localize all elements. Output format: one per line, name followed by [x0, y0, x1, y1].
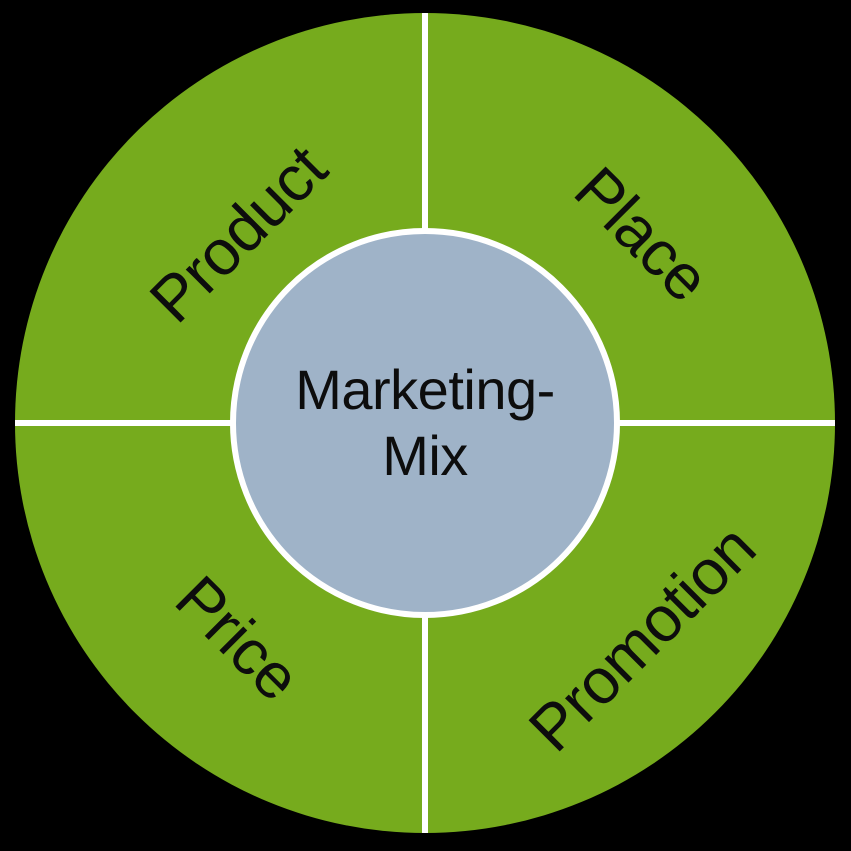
center-title-line-1: Marketing-: [295, 358, 555, 422]
quadrant-label-price: Price: [161, 561, 315, 715]
center-title-line-2: Mix: [382, 424, 468, 487]
quadrant-label-place: Place: [560, 152, 724, 316]
outer-ring: Product Place Price Promotion Marketing-…: [15, 13, 835, 833]
center-circle: Marketing- Mix: [230, 228, 620, 618]
